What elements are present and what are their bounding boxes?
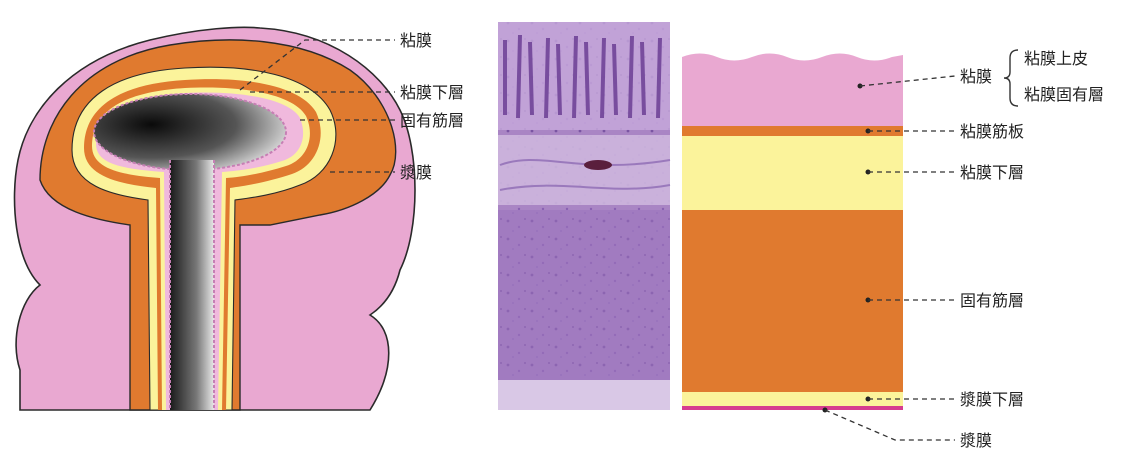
- label-r-subserosa: 漿膜下層: [960, 390, 1024, 409]
- label-submucosa: 粘膜下層: [400, 83, 464, 102]
- label-r-mucosa: 粘膜: [960, 67, 992, 86]
- label-r-muscularis-mucosae: 粘膜筋板: [960, 122, 1024, 141]
- mucosa-brace: [1004, 50, 1018, 106]
- leader-r-serosa: [825, 410, 955, 440]
- lumen-stem: [170, 160, 214, 410]
- label-serosa: 漿膜: [400, 163, 432, 182]
- label-r-submucosa: 粘膜下層: [960, 163, 1024, 182]
- right-layer-diagram: 粘膜 粘膜上皮 粘膜固有層 粘膜筋板 粘膜下層 固有筋層 漿膜下層 漿膜: [682, 49, 1104, 450]
- left-bowel-section-diagram: 粘膜 粘膜下層 固有筋層 漿膜: [14, 27, 464, 410]
- label-r-serosa: 漿膜: [960, 431, 992, 450]
- histology-micrograph: [498, 22, 670, 410]
- label-r-muscularis-propria: 固有筋層: [960, 291, 1024, 310]
- layer-serosa: [682, 406, 903, 410]
- label-r-mucosal-epithelium: 粘膜上皮: [1024, 49, 1088, 68]
- label-mucosa: 粘膜: [400, 31, 432, 50]
- label-muscularis: 固有筋層: [400, 111, 464, 130]
- layer-mucosa: [682, 54, 903, 127]
- label-r-lamina-propria: 粘膜固有層: [1024, 85, 1104, 104]
- lumen-head: [94, 94, 286, 170]
